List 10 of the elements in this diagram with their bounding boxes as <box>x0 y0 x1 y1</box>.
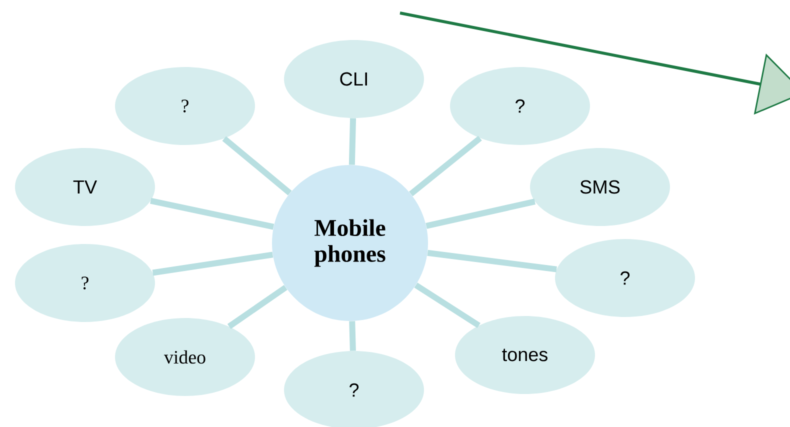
spoke-line <box>414 282 480 328</box>
spoke-line <box>152 252 274 276</box>
spoke-line <box>150 198 274 230</box>
spoke-line <box>349 321 356 351</box>
spoke-line <box>426 198 536 229</box>
spoke-line <box>348 118 356 165</box>
spoke-line <box>427 250 557 272</box>
spoke-line <box>222 136 292 196</box>
spoke-line <box>409 136 482 196</box>
spoke-line <box>227 284 288 329</box>
